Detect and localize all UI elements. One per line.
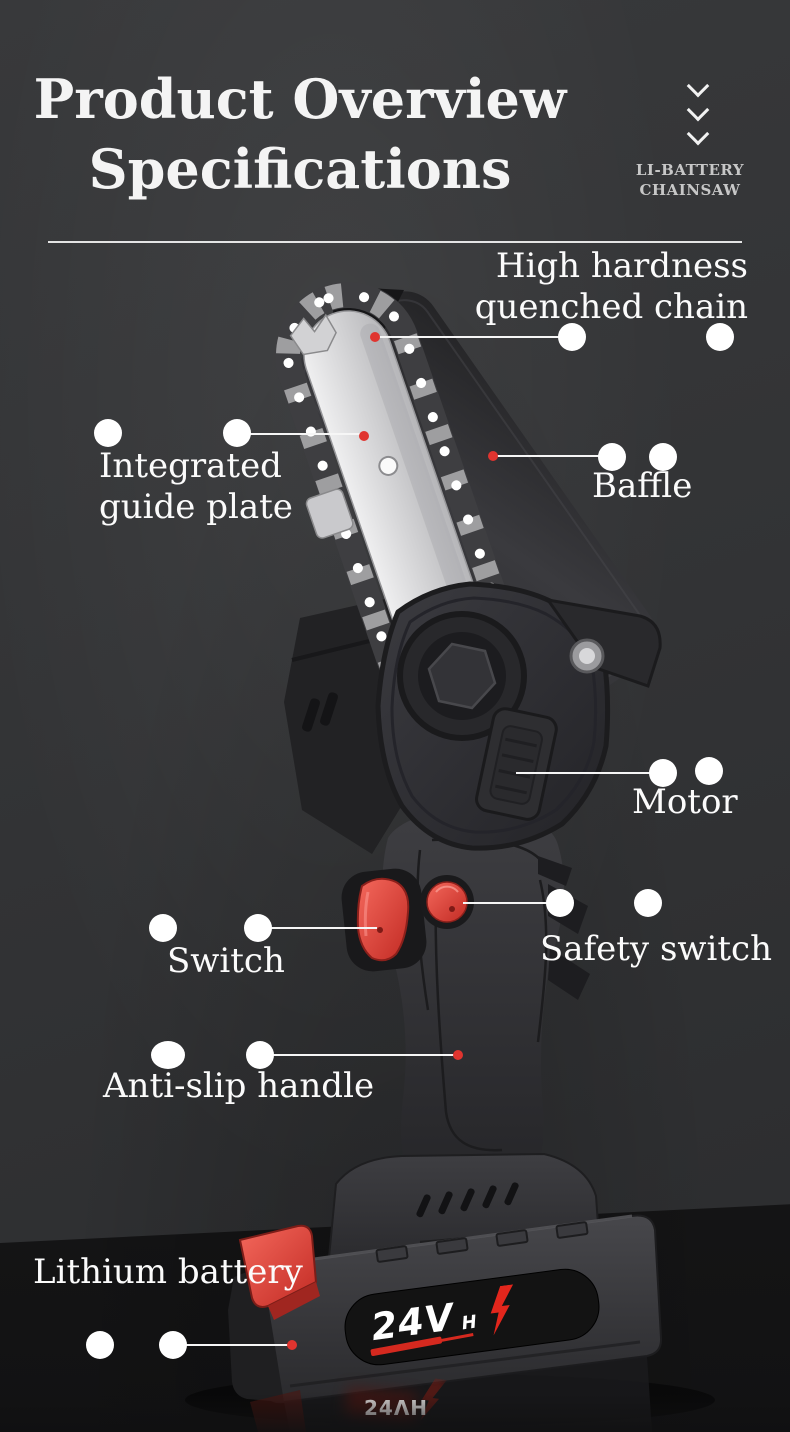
callout-dot xyxy=(706,323,734,351)
callout-label-baffle: Baffle xyxy=(592,466,693,506)
trigger-switch xyxy=(341,868,427,972)
callout-dot xyxy=(86,1331,114,1359)
callout-label-guide-plate: Integrated guide plate xyxy=(99,446,293,528)
callout-label-chain-line2: quenched chain xyxy=(474,287,748,327)
callout-label-guide-plate-line1: Integrated xyxy=(99,446,282,486)
header-arrows xyxy=(684,74,712,150)
page-title-line1: Product Overview xyxy=(33,67,567,131)
callout-line-battery xyxy=(173,1344,292,1346)
chain-rivets xyxy=(283,290,512,708)
battery-voltage-panel: 24V H xyxy=(340,1264,604,1370)
motor-vent-plate xyxy=(475,707,558,821)
divider-line xyxy=(48,241,742,243)
callout-line-safety-switch xyxy=(463,902,560,904)
callout-dot xyxy=(598,443,626,471)
page-title-line2: Specifications xyxy=(88,137,512,201)
brand-line2: CHAINSAW xyxy=(639,181,741,199)
callout-dot xyxy=(546,889,574,917)
callout-line-guide-plate xyxy=(237,433,364,435)
callout-label-chain: High hardness quenched chain xyxy=(475,246,748,328)
callout-dot xyxy=(149,914,177,942)
callout-dot xyxy=(244,914,272,942)
bumper-spikes xyxy=(289,313,337,356)
callout-label-guide-plate-line2: guide plate xyxy=(99,487,293,527)
callout-dot xyxy=(151,1041,185,1069)
callout-target-chain xyxy=(370,332,380,342)
chevron-down-icon xyxy=(686,98,710,122)
callout-target-handle xyxy=(453,1050,463,1060)
callout-line-switch xyxy=(258,927,377,929)
bar-bracket xyxy=(305,488,354,539)
callout-dot xyxy=(94,419,122,447)
handle-body xyxy=(382,811,590,1194)
callout-line-handle xyxy=(260,1054,458,1056)
lightning-bolt-icon xyxy=(490,1284,514,1336)
callout-target-baffle xyxy=(488,451,498,461)
chevron-down-icon xyxy=(686,74,710,98)
callout-dot xyxy=(649,759,677,787)
brand-tagline: LI-BATTERY CHAINSAW xyxy=(624,160,756,200)
callout-label-motor: Motor xyxy=(632,782,738,822)
callout-dot xyxy=(223,419,251,447)
callout-line-baffle xyxy=(493,455,612,457)
callout-label-battery: Lithium battery xyxy=(33,1252,303,1292)
callout-line-motor xyxy=(516,772,663,774)
tension-bolt xyxy=(544,597,662,688)
chevron-down-icon xyxy=(686,122,710,146)
callout-target-battery xyxy=(287,1340,297,1350)
page-title: Product Overview Specifications xyxy=(0,64,600,204)
callout-dot xyxy=(634,889,662,917)
callout-dot xyxy=(695,757,723,785)
callout-dot xyxy=(159,1331,187,1359)
callout-label-switch: Switch xyxy=(167,941,285,981)
brand-line1: LI-BATTERY xyxy=(635,161,745,179)
reflection-fade xyxy=(0,1394,790,1432)
battery-latch xyxy=(238,1224,320,1320)
sprocket-hex-nut xyxy=(397,611,527,741)
callout-target-guide-plate xyxy=(359,431,369,441)
callout-dot xyxy=(649,443,677,471)
bar-hole xyxy=(378,455,399,476)
callout-dot xyxy=(246,1041,274,1069)
battery-voltage-sub: H xyxy=(460,1311,479,1335)
safety-button xyxy=(420,875,474,929)
callout-label-handle: Anti-slip handle xyxy=(103,1066,375,1106)
callout-label-chain-line1: High hardness xyxy=(495,246,748,286)
callout-line-chain xyxy=(375,336,572,338)
callout-dot xyxy=(558,323,586,351)
callout-label-safety-switch: Safety switch xyxy=(540,929,772,969)
